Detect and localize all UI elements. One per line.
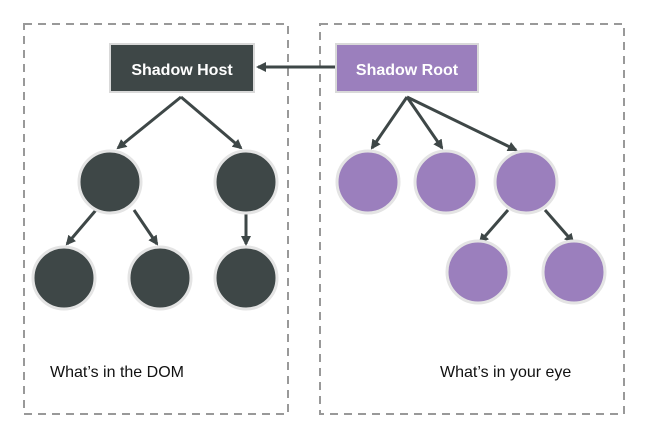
shadow-node	[541, 239, 607, 305]
dom-node	[213, 245, 279, 311]
shadow-root-box	[335, 43, 479, 93]
shadow-root-label: Shadow Root	[356, 62, 459, 79]
shadow-node	[413, 149, 479, 215]
dom-node	[77, 149, 143, 215]
dom-node	[213, 149, 279, 215]
eye-caption: What’s in your eye	[440, 364, 572, 381]
edge-host-to-node-1	[116, 95, 182, 150]
edge-host-to-node-2	[180, 95, 243, 150]
edge-node-3-to-leaf-1	[478, 209, 510, 244]
shadow-node	[335, 149, 401, 215]
shadow-node	[493, 149, 559, 215]
edge-node-1-to-leaf-2	[132, 209, 159, 246]
shadow-host-box	[109, 43, 255, 93]
edge-node-1-to-leaf-1	[65, 209, 98, 246]
dom-node	[127, 245, 193, 311]
edge-root-to-node-1	[370, 96, 409, 150]
edge-root-to-node-2	[405, 96, 444, 150]
dom-caption: What’s in the DOM	[50, 364, 184, 381]
eye-panel	[319, 23, 625, 415]
shadow-node	[445, 239, 511, 305]
shadow-host-label: Shadow Host	[131, 62, 233, 79]
edge-node-3-to-leaf-2	[543, 209, 575, 244]
dom-panel	[23, 23, 289, 415]
edge-root-to-node-3	[406, 95, 518, 152]
dom-node	[31, 245, 97, 311]
